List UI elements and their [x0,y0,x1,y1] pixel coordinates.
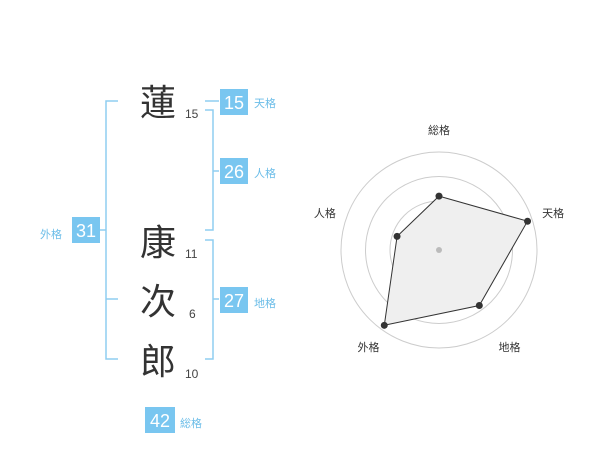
tenkaku-badge: 15 天格 [220,89,276,115]
name-char-2-strokes: 11 [185,247,198,261]
gaikaku-badge: 外格 31 [40,217,100,243]
soukaku-value: 42 [150,411,170,431]
radar-points [380,192,532,329]
chikaku-value: 27 [224,291,244,311]
name-char-4-strokes: 10 [185,367,199,381]
soukaku-label: 総格 [180,416,202,430]
radar-ring-3 [365,176,513,324]
name-char-1-strokes: 15 [185,107,199,121]
radar-axis-label: 総格 [428,123,450,137]
name-column: 蓮 15 康 11 次 6 郎 10 [140,83,199,383]
chikaku-badge-box [220,287,248,313]
chikaku-badge: 27 地格 [220,287,276,313]
tenkaku-label: 天格 [254,96,276,110]
radar-axis-label: 人格 [314,206,336,220]
name-char-4: 郎 [140,342,176,383]
name-char-3-strokes: 6 [189,307,196,321]
radar-point-総格 [435,192,443,200]
radar-point-外格 [380,321,388,329]
gaikaku-label: 外格 [40,227,62,241]
soukaku-badge-box [145,407,175,433]
radar-point-天格 [524,217,532,225]
chikaku-bracket [205,239,214,360]
radar-point-地格 [475,301,483,309]
radar-ring-4 [340,151,538,349]
radar-point-人格 [393,232,401,240]
radar-axis-label: 天格 [542,206,564,220]
jinkaku-label: 人格 [254,166,276,180]
name-char-1: 蓮 [140,83,176,124]
chikaku-label: 地格 [254,296,276,310]
radar-center-dot [436,247,442,253]
gaikaku-badge-box [72,217,100,243]
gaikaku-value: 31 [76,221,96,241]
radar-axis-label: 外格 [358,340,380,354]
jinkaku-value: 26 [224,162,244,182]
jinkaku-bracket [205,109,214,231]
tenkaku-badge-box [220,89,248,115]
name-char-3: 次 [140,282,176,323]
jinkaku-badge: 26 人格 [220,158,276,184]
radar-axis-label: 地格 [499,340,521,354]
radar-polygon [383,195,529,326]
gaikaku-bracket [105,100,118,360]
soukaku-badge: 42 総格 [145,407,202,433]
name-char-2: 康 [140,223,176,264]
brackets [99,100,219,360]
tenkaku-value: 15 [224,93,244,113]
jinkaku-badge-box [220,158,248,184]
